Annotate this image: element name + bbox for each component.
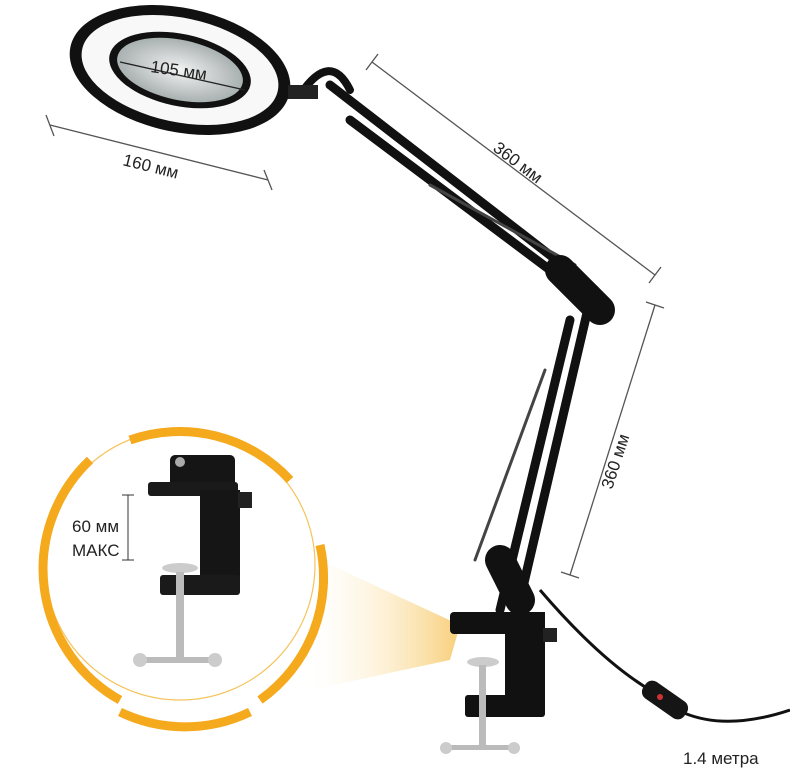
switch-icon: [641, 680, 689, 720]
clamp-opening-value: 60 мм: [72, 517, 119, 536]
cable-length-label: 1.4 метра: [683, 749, 759, 768]
lower-arm-label: 360 мм: [598, 432, 634, 492]
upper-arm-label: 360 мм: [490, 138, 547, 187]
lamp-arm: [296, 67, 615, 615]
highlight-beam: [310, 560, 460, 690]
base-clamp: [440, 612, 557, 754]
clamp-opening-note: МАКС: [72, 541, 120, 560]
dimension-lines: [45, 53, 665, 579]
magnifier-head: [69, 5, 291, 135]
clamp-inset: 60 мм МАКС: [38, 427, 329, 732]
head-hinge: [288, 85, 318, 99]
